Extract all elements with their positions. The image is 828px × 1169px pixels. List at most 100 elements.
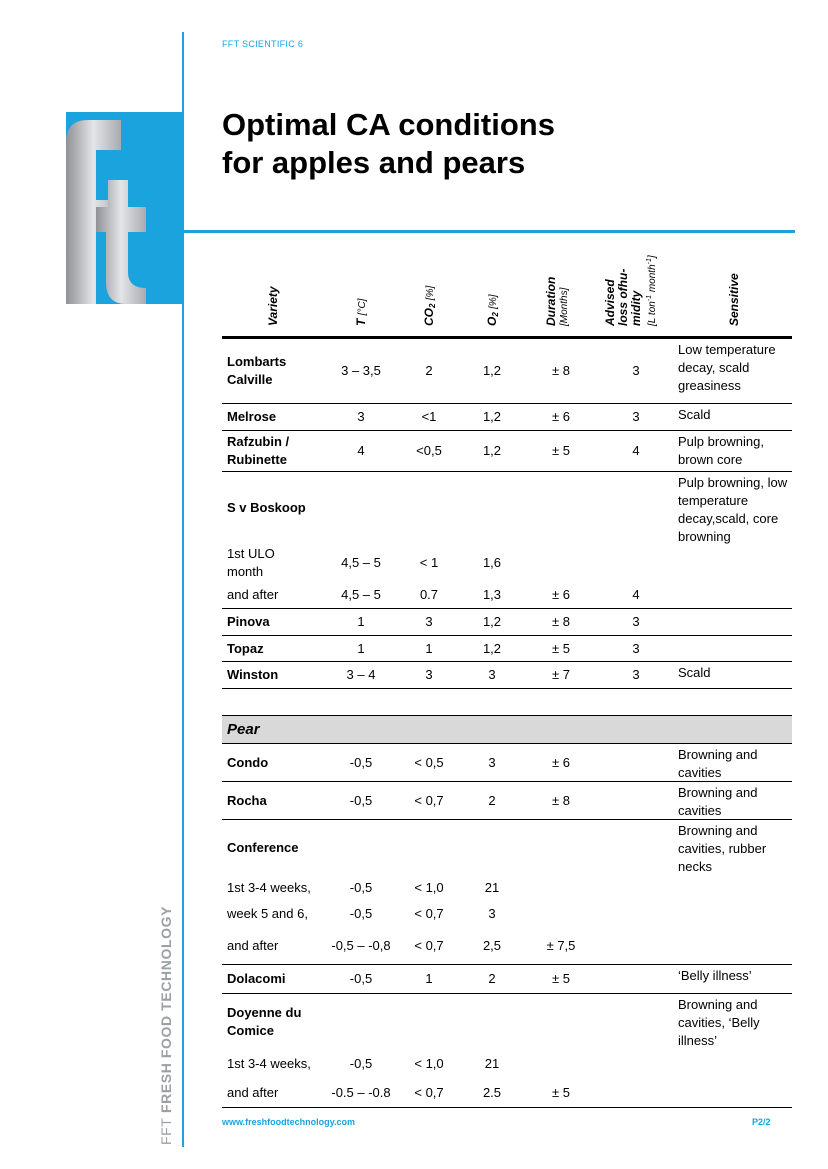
temp-cell-text: -0.5 – -0.8 — [331, 1084, 391, 1100]
sensitive-cell-text: Scald — [678, 407, 711, 422]
duration-cell: ± 5 — [522, 431, 600, 471]
o2-cell-text: 3 — [488, 754, 496, 770]
sensitive-cell-text: ‘Belly illness’ — [678, 968, 752, 983]
col-header-variety: Variety — [266, 286, 280, 326]
loss-cell — [602, 820, 670, 875]
variety-cell-text: Winston — [227, 667, 279, 682]
table-spacer — [222, 689, 792, 715]
loss-cell-text: 3 — [632, 614, 640, 629]
sensitive-cell-text: Browning and cavities, rubber necks — [678, 823, 767, 874]
duration-cell — [522, 544, 600, 582]
temp-cell: -0,5 — [322, 875, 400, 901]
o2-cell-text: 1,3 — [482, 587, 502, 602]
o2-cell — [460, 820, 524, 875]
col-temp-main: T — [354, 318, 368, 326]
variety-cell-text: and after — [227, 1084, 279, 1100]
duration-cell-text: ± 5 — [552, 640, 570, 656]
duration-cell-text: ± 8 — [552, 614, 570, 629]
co2-cell-text: < 0,5 — [414, 754, 444, 770]
o2-cell: 21 — [460, 875, 524, 901]
col-loss-unit-sup1: -1 — [646, 294, 653, 302]
temp-cell-text: 1 — [357, 640, 365, 656]
o2-cell: 3 — [460, 662, 524, 688]
co2-cell-text: 2 — [425, 363, 433, 378]
temp-cell: -0,5 – -0,8 — [322, 927, 400, 964]
duration-cell: ± 7,5 — [522, 927, 600, 964]
temp-cell: 1 — [322, 636, 400, 661]
duration-cell-text: ± 6 — [552, 409, 570, 424]
co2-cell: < 0,5 — [397, 744, 461, 781]
o2-cell: 3 — [460, 744, 524, 781]
temp-cell: -0,5 — [322, 782, 400, 819]
col-duration-unit: [Months] — [559, 287, 570, 326]
variety-cell: Lombarts Calville — [227, 339, 332, 403]
variety-cell: Topaz — [227, 636, 332, 661]
fft-logo-icon — [66, 112, 183, 304]
col-co2-main: CO — [422, 308, 436, 326]
o2-cell — [460, 472, 524, 544]
col-loss-unit-c: ] — [647, 255, 658, 259]
col-loss-unit-b: month — [647, 264, 658, 295]
sensitive-cell — [678, 582, 792, 608]
co2-cell-text: < 0,7 — [414, 906, 444, 921]
o2-cell-text: 21 — [484, 1056, 500, 1071]
co2-cell: < 0,7 — [397, 901, 461, 927]
co2-cell-text: < 1,0 — [414, 880, 444, 895]
variety-cell: and after — [227, 1078, 332, 1107]
sensitive-cell: Scald — [678, 404, 792, 430]
co2-cell-text: 0.7 — [419, 587, 439, 602]
footer-page-number: P2/2 — [752, 1117, 771, 1127]
o2-cell-text: 3 — [488, 667, 496, 682]
loss-cell — [602, 544, 670, 582]
col-co2-sub: 2 — [428, 303, 437, 308]
variety-cell: 1st ULO month — [227, 544, 332, 582]
duration-cell: ± 7 — [522, 662, 600, 688]
vertical-accent-line — [182, 32, 184, 1147]
horizontal-accent-line — [182, 230, 795, 233]
o2-cell: 2 — [460, 965, 524, 993]
loss-cell-text: 3 — [632, 409, 640, 424]
co2-cell: 1 — [397, 965, 461, 993]
loss-cell-text: 3 — [632, 640, 640, 656]
loss-cell — [602, 472, 670, 544]
co2-cell: 0.7 — [397, 582, 461, 608]
temp-cell: -0,5 — [322, 1050, 400, 1078]
o2-cell-text: 1,2 — [482, 614, 502, 629]
temp-cell: 3 – 4 — [322, 662, 400, 688]
o2-cell: 1,2 — [460, 339, 524, 403]
variety-cell: Condo — [227, 744, 332, 781]
sensitive-cell: Pulp browning, low temperature decay,sca… — [678, 472, 792, 544]
loss-cell-text: 4 — [632, 587, 640, 602]
col-loss-unit-sup2: -1 — [646, 258, 653, 265]
o2-cell — [460, 994, 524, 1050]
co2-cell: <0,5 — [397, 431, 461, 471]
sensitive-cell — [678, 927, 792, 964]
o2-cell-text: 1,6 — [482, 555, 502, 570]
duration-cell: ± 6 — [522, 744, 600, 781]
variety-cell-text: Pinova — [227, 614, 270, 629]
variety-cell: Rocha — [227, 782, 332, 819]
sensitive-cell — [678, 875, 792, 901]
side-brand-name: FRESH FOOD TECHNOLOGY — [158, 905, 174, 1118]
col-temp-unit: [°C] — [357, 298, 368, 316]
duration-cell — [522, 1050, 600, 1078]
variety-cell-text: Topaz — [227, 640, 264, 656]
temp-cell: 3 — [322, 404, 400, 430]
col-header-duration: Duration[Months] — [544, 276, 571, 326]
o2-cell-text: 1,2 — [482, 409, 502, 424]
sensitive-cell-text: Browning and cavities — [678, 747, 758, 780]
document-header-label: FFT SCIENTIFIC 6 — [222, 39, 304, 49]
variety-cell-text: Rafzubin / Rubinette — [227, 434, 290, 467]
col-duration-main: Duration — [544, 276, 558, 326]
footer-url[interactable]: www.freshfoodtechnology.com — [222, 1117, 356, 1127]
loss-cell — [602, 782, 670, 819]
col-header-sensitive: Sensitive — [727, 273, 741, 326]
temp-cell-text: -0,5 — [349, 880, 373, 895]
o2-cell-text: 1,2 — [482, 640, 502, 656]
duration-cell-text: ± 5 — [552, 971, 570, 986]
duration-cell: ± 5 — [522, 1078, 600, 1107]
